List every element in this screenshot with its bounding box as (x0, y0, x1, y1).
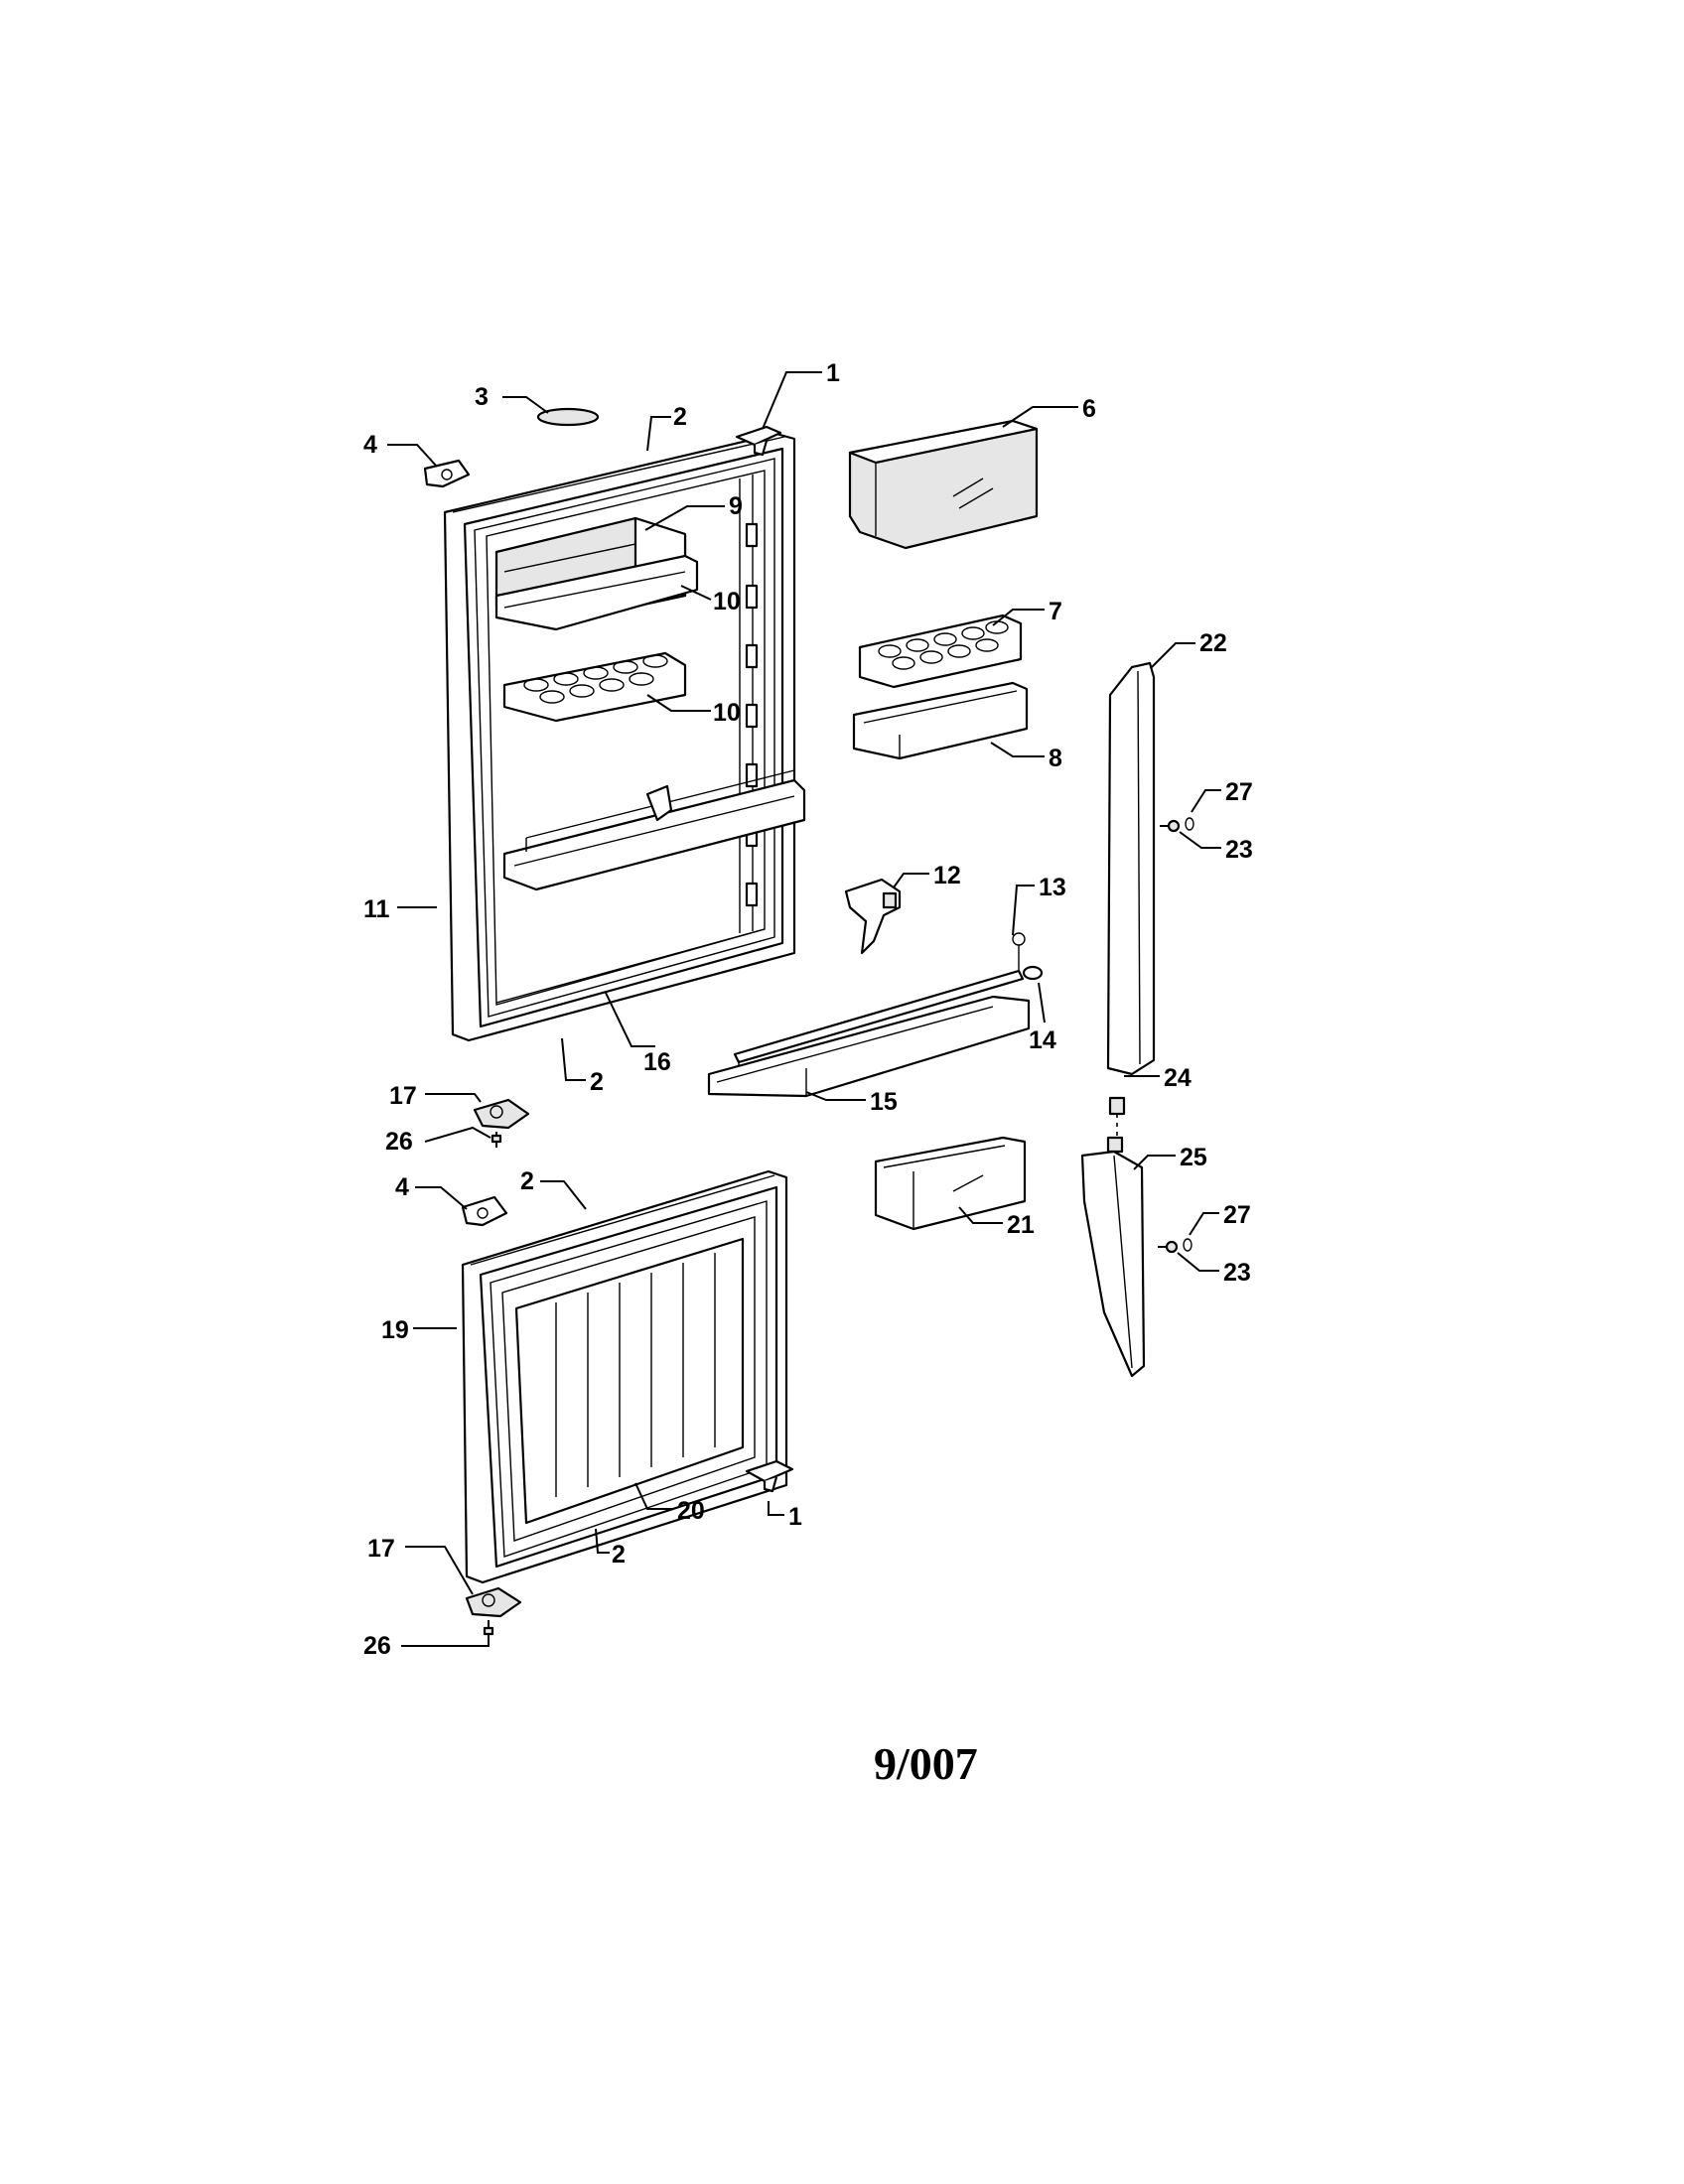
callout-27-upper: 27 (1225, 778, 1253, 806)
callout-8: 8 (1049, 745, 1062, 772)
callout-27-lower: 27 (1223, 1201, 1251, 1229)
callout-6: 6 (1082, 395, 1096, 423)
top-hinge-parts (423, 407, 782, 488)
callout-23-lower: 23 (1223, 1259, 1251, 1287)
callout-2-upper-bottom: 2 (590, 1068, 604, 1096)
callout-labels: 1 3 2 4 6 9 10 7 10 22 8 27 23 12 13 11 … (363, 359, 1253, 1660)
callout-10-upper: 10 (713, 588, 741, 615)
door-accessories (707, 419, 1044, 1231)
callout-17-lower: 17 (367, 1535, 395, 1563)
leader-lines (387, 371, 1221, 1647)
callout-11: 11 (363, 895, 390, 923)
callout-23-upper: 23 (1225, 836, 1253, 864)
callout-2-upper-top: 2 (673, 403, 687, 431)
callout-1-lower: 1 (788, 1503, 802, 1531)
upper-door-assembly (443, 432, 806, 1042)
callout-15: 15 (870, 1088, 898, 1116)
callout-19: 19 (381, 1316, 409, 1344)
callout-20: 20 (677, 1497, 705, 1525)
callout-17-upper: 17 (389, 1082, 417, 1110)
door-handles (1080, 661, 1194, 1378)
callout-9: 9 (729, 492, 743, 520)
callout-12: 12 (933, 862, 961, 889)
callout-1-top: 1 (826, 359, 840, 387)
callout-13: 13 (1039, 874, 1066, 901)
lower-door-assembly (461, 1098, 794, 1640)
callout-24: 24 (1164, 1064, 1192, 1092)
callout-10-lower: 10 (713, 699, 741, 727)
callout-4-lower: 4 (395, 1173, 409, 1201)
callout-21: 21 (1007, 1211, 1035, 1239)
callout-14: 14 (1029, 1026, 1056, 1054)
callout-3: 3 (475, 383, 489, 411)
page-code: 9/007 (874, 1738, 978, 1789)
callout-7: 7 (1049, 598, 1062, 625)
callout-26-lower: 26 (363, 1632, 391, 1660)
callout-2-lower-top: 2 (520, 1167, 534, 1195)
callout-16: 16 (643, 1048, 671, 1076)
callout-2-lower-bottom: 2 (612, 1541, 626, 1569)
callout-4-upper: 4 (363, 431, 377, 459)
callout-26-upper: 26 (385, 1128, 413, 1156)
callout-22: 22 (1199, 629, 1227, 657)
callout-25: 25 (1180, 1144, 1207, 1171)
